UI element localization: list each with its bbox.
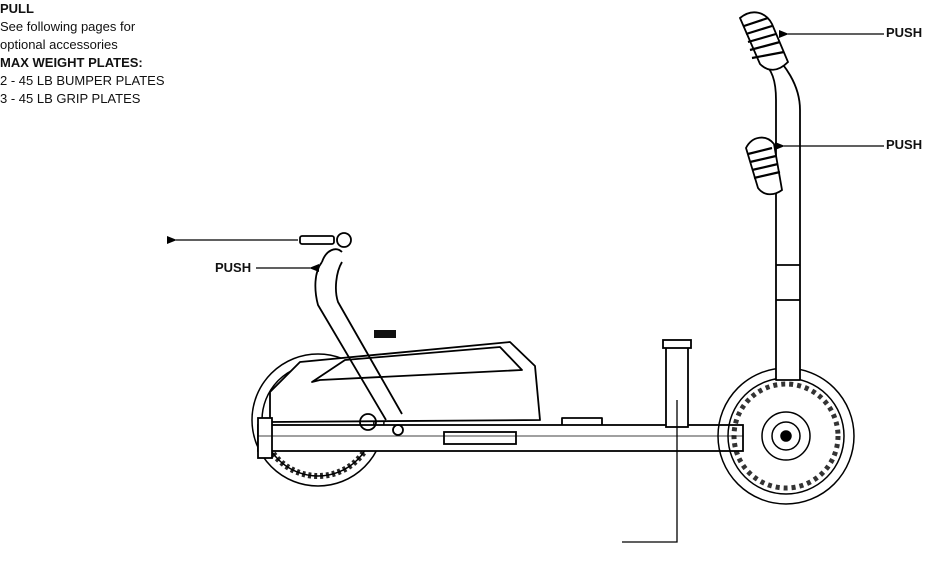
sled-body <box>269 330 603 427</box>
callout-lines <box>167 30 884 543</box>
pull-note-line-1: See following pages for <box>0 19 136 34</box>
push-label-front-arm: PUSH <box>215 260 252 275</box>
weight-line-2: 3 - 45 LB GRIP PLATES <box>0 91 141 106</box>
mid-grip <box>745 136 783 196</box>
weight-leader-line <box>622 400 678 543</box>
weight-line-1: 2 - 45 LB BUMPER PLATES <box>0 73 165 88</box>
pull-label: PULL <box>0 1 34 16</box>
pull-note-line-2: optional accessories <box>0 37 118 52</box>
pull-callout: PULL See following pages for optional ac… <box>0 0 934 54</box>
base-frame <box>257 417 744 459</box>
weight-title: MAX WEIGHT PLATES: <box>0 55 143 70</box>
push-label-top-handle: PUSH <box>886 25 923 40</box>
front-arm <box>299 232 404 436</box>
top-grip <box>738 11 790 71</box>
push-label-mid-handle: PUSH <box>886 137 923 152</box>
weight-callout: MAX WEIGHT PLATES: 2 - 45 LB BUMPER PLAT… <box>0 54 934 108</box>
